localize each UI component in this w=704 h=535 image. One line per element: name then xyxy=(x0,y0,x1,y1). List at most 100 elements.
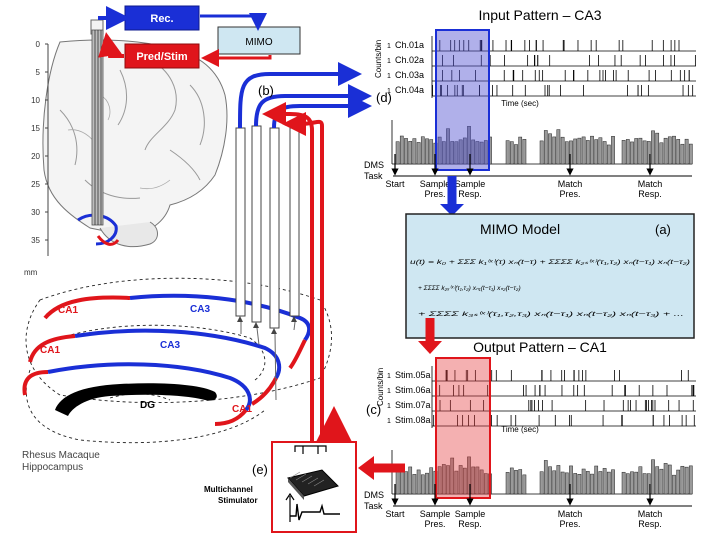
dms-event-label: Resp. xyxy=(638,519,662,529)
rec-to-mimo-arrow xyxy=(200,13,267,31)
dms-event-label: Match xyxy=(638,179,663,189)
histogram-bar xyxy=(505,140,510,165)
histogram-bar xyxy=(514,470,518,495)
dms-task-label: Task xyxy=(364,501,383,511)
histogram-bar xyxy=(416,469,421,495)
input-ylabel: Counts/bin xyxy=(374,40,383,78)
dms-event-label: Resp. xyxy=(458,189,482,199)
input-pattern-title: Input Pattern – CA3 xyxy=(479,7,602,23)
histogram-bar xyxy=(569,140,573,165)
panel-label-c: (c) xyxy=(366,402,381,417)
stim-arrow xyxy=(282,112,324,444)
histogram-bar xyxy=(611,136,615,165)
histogram-bar xyxy=(454,470,459,495)
histogram-bar xyxy=(399,135,404,165)
histogram-bar xyxy=(412,138,417,165)
dms-event-label: Match xyxy=(558,509,583,519)
rec-box: Rec. xyxy=(124,5,200,31)
caption-species: Rhesus Macaque xyxy=(22,450,100,461)
histogram-bar xyxy=(552,470,557,495)
histogram-bar xyxy=(450,457,455,495)
histogram-bar xyxy=(659,142,664,165)
histogram-bar xyxy=(564,141,569,165)
depth-unit: mm xyxy=(24,268,38,277)
histogram-bar xyxy=(651,459,655,495)
histogram-bar xyxy=(625,139,630,165)
histogram-bar xyxy=(676,139,681,165)
channel-label: Stim.07a xyxy=(395,400,431,410)
panel-label-e: (e) xyxy=(252,462,268,477)
caption-structure: Hippocampus xyxy=(22,462,83,473)
region-ca3-label: CA3 xyxy=(160,340,180,351)
histogram-bar xyxy=(573,138,578,165)
mimo-model-title: MIMO Model xyxy=(480,221,560,237)
histogram-bar xyxy=(408,466,413,495)
dms-event-label: Match xyxy=(558,179,583,189)
histogram-bar xyxy=(590,473,594,495)
histogram-bar xyxy=(416,142,421,165)
histogram-bar xyxy=(667,464,672,495)
dms-event-label: Match xyxy=(638,509,663,519)
mimo-box: MIMO xyxy=(217,26,301,55)
row-number: 1 xyxy=(387,88,391,95)
histogram-bar xyxy=(450,141,455,165)
histogram-bar xyxy=(642,140,647,165)
histogram-bar xyxy=(581,136,586,165)
histogram-bar xyxy=(441,141,446,165)
dms-event-label: Sample xyxy=(455,509,486,519)
histogram-bar xyxy=(646,473,651,495)
histogram-bar xyxy=(630,141,634,165)
dms-event-label: Sample xyxy=(420,179,451,189)
rec-arrow xyxy=(254,84,372,127)
output-pattern-title: Output Pattern – CA1 xyxy=(473,339,607,355)
histogram-bar xyxy=(573,473,578,495)
histogram-bar xyxy=(581,468,586,495)
histogram-bar xyxy=(655,132,660,165)
histogram-bar xyxy=(688,143,693,165)
rec-label: Rec. xyxy=(150,13,173,25)
histogram-bar xyxy=(598,471,603,495)
region-ca1-label: CA1 xyxy=(58,305,78,316)
histogram-bar xyxy=(471,466,476,495)
histogram-bar xyxy=(560,136,565,165)
histogram-bar xyxy=(676,469,681,495)
rec-arrow xyxy=(272,94,372,129)
histogram-bar xyxy=(634,138,639,165)
panel-label-b: (b) xyxy=(258,83,274,98)
histogram-bar xyxy=(611,469,615,495)
dms-event-label: Pres. xyxy=(559,519,580,529)
region-dg-label: DG xyxy=(140,400,155,411)
channel-label: Stim.05a xyxy=(395,370,431,380)
histogram-bar xyxy=(564,472,569,495)
histogram-bar xyxy=(655,466,660,495)
mimo-equation-line: + ΣΣΣΣ k₃ₛ⁽ˣ⁾(τ₁,τ₂,τ₃) xₙ(t−τ₁) xₙ(t−τ₂… xyxy=(418,311,684,318)
histogram-bar xyxy=(569,465,573,495)
histogram-bar xyxy=(522,474,527,495)
histogram-bar xyxy=(483,140,488,165)
dms-task-label: DMS xyxy=(364,490,384,500)
histogram-bar xyxy=(509,467,514,495)
input-time-label: Time (sec) xyxy=(501,99,539,108)
dms-event-label: Start xyxy=(385,179,405,189)
depth-tick-label: 5 xyxy=(36,68,41,77)
histogram-bar xyxy=(441,464,446,495)
histogram-bar xyxy=(630,471,634,495)
channel-label: Stim.08a xyxy=(395,415,431,425)
histogram-bar xyxy=(467,126,471,165)
histogram-bar xyxy=(638,466,643,495)
histogram-bar xyxy=(634,471,639,495)
histogram-bar xyxy=(446,128,450,165)
panel-label-d: (d) xyxy=(376,90,392,105)
histogram-bar xyxy=(585,140,590,165)
histogram-bar xyxy=(458,465,463,495)
stimulator-label: Stimulator xyxy=(218,496,258,505)
mimo-to-stim-arrow xyxy=(201,49,272,67)
histogram-bar xyxy=(672,135,676,165)
dms-task-label: DMS xyxy=(364,160,384,170)
histogram-bar xyxy=(548,133,552,165)
